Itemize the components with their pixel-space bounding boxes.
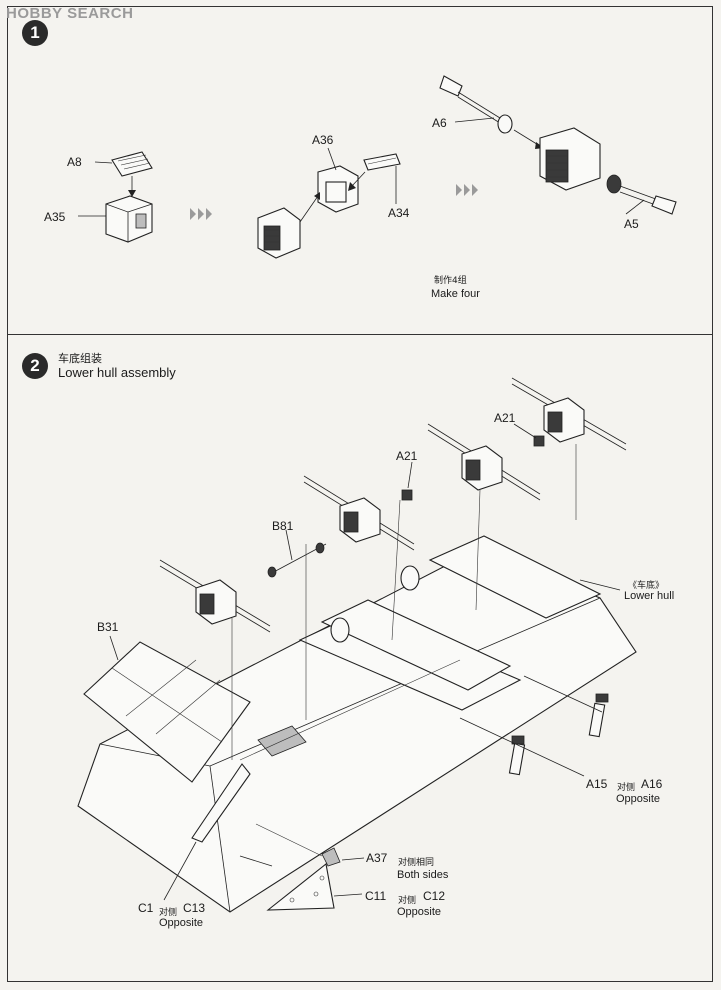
part-a16-icon — [588, 693, 609, 738]
section-title-cn: 车底组装 — [58, 353, 102, 365]
part-a36-icon — [317, 165, 359, 213]
make-four-note: Make four — [431, 288, 480, 300]
label-a15: A15 — [586, 777, 608, 791]
label-lower-hull-cn: 《车底》 — [628, 581, 665, 591]
part-a37-icon — [321, 847, 341, 867]
step-1-badge: 1 — [22, 20, 48, 46]
label-c11-opposite: Opposite — [397, 906, 442, 918]
label-a5: A5 — [624, 217, 639, 231]
label-a36: A36 — [312, 133, 334, 147]
label-a21-mid: A21 — [396, 449, 418, 463]
label-a15-cn: 对侧 — [617, 783, 636, 793]
label-c11: C11 — [365, 889, 387, 903]
label-a8: A8 — [67, 155, 82, 169]
part-b31-icon — [83, 641, 251, 783]
section-divider — [7, 334, 713, 335]
part-c1-icon — [191, 763, 251, 843]
axle-assembly-2-icon — [303, 475, 415, 551]
part-a21-mid-icon — [401, 489, 413, 501]
label-a37-both-sides: Both sides — [397, 869, 449, 881]
label-a37: A37 — [366, 851, 388, 865]
part-a34-icon — [363, 153, 401, 171]
label-a37-cn: 对侧相同 — [398, 858, 435, 868]
label-b31: B31 — [97, 620, 119, 634]
label-lower-hull: Lower hull — [624, 590, 675, 602]
label-a35: A35 — [44, 210, 66, 224]
label-c12: C12 — [423, 889, 446, 903]
part-a5-icon — [606, 174, 677, 215]
step-arrow-2 — [456, 184, 478, 196]
axle-assembly-1-icon — [159, 559, 271, 633]
label-c1: C1 — [138, 901, 154, 915]
label-a16: A16 — [641, 777, 663, 791]
make-four-note-cn: 制作4组 — [434, 276, 467, 286]
label-b81: B81 — [272, 519, 294, 533]
label-c1-opposite: Opposite — [159, 917, 204, 929]
section-title: Lower hull assembly — [58, 365, 176, 380]
label-a34: A34 — [388, 206, 410, 220]
part-a15-icon — [508, 735, 526, 776]
label-c1-cn: 对侧 — [159, 908, 178, 918]
label-a6: A6 — [432, 116, 447, 130]
engine-assembly-icon — [539, 127, 601, 191]
page-frame — [7, 6, 713, 982]
engine-block-icon — [257, 207, 301, 259]
label-a21-top: A21 — [494, 411, 516, 425]
part-a8-icon — [111, 151, 153, 177]
watermark: HOBBY SEARCH — [6, 5, 134, 22]
step-arrow-1 — [190, 208, 212, 220]
part-a21-top-icon — [533, 435, 545, 447]
axle-assembly-4-icon — [511, 377, 627, 451]
label-a15-opposite: Opposite — [616, 793, 661, 805]
part-a35-icon — [105, 195, 153, 243]
part-a6-icon — [439, 75, 513, 134]
axle-assembly-3-icon — [427, 423, 541, 501]
lower-hull-icon — [77, 535, 637, 913]
part-b81-icon — [267, 542, 327, 578]
label-c11-cn: 对侧 — [398, 896, 417, 906]
part-c11-icon — [266, 862, 335, 911]
step-2-badge: 2 — [22, 353, 48, 379]
label-c13: C13 — [183, 901, 206, 915]
